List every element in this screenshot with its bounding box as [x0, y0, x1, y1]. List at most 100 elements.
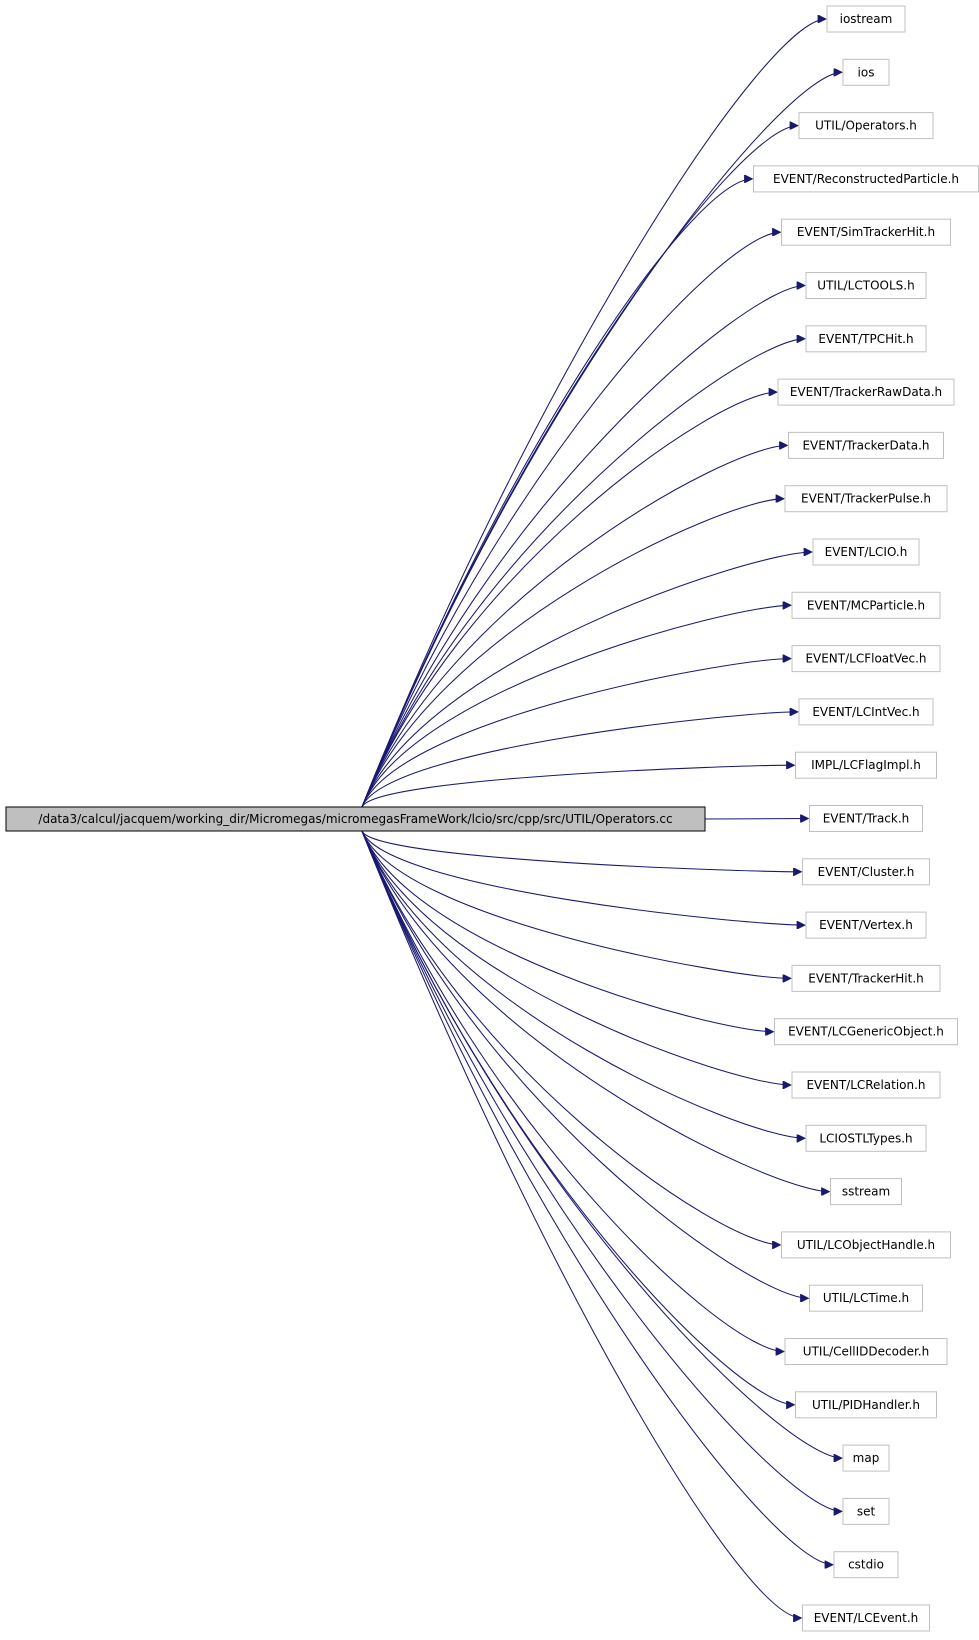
include-node-event-lcrelation-h[interactable]: EVENT/LCRelation.h — [791, 1071, 941, 1099]
include-edge-event-lcgenericobject-h — [361, 830, 774, 1032]
include-node-label: IMPL/LCFlagImpl.h — [811, 758, 921, 772]
include-node-box — [802, 858, 930, 886]
include-node-event-cluster-h[interactable]: EVENT/Cluster.h — [802, 858, 930, 886]
root-file-label: /data3/calcul/jacquem/working_dir/Microm… — [38, 812, 672, 826]
include-edge-cstdio — [361, 830, 833, 1565]
include-node-set[interactable]: set — [842, 1497, 890, 1525]
include-edge-event-tpchit-h — [361, 339, 805, 808]
include-node-box — [812, 538, 920, 566]
include-node-impl-lcflagimpl-h[interactable]: IMPL/LCFlagImpl.h — [795, 751, 937, 779]
include-node-box — [826, 5, 906, 33]
include-node-label: cstdio — [848, 1558, 884, 1572]
include-node-event-simtrackerhit-h[interactable]: EVENT/SimTrackerHit.h — [781, 218, 951, 246]
include-node-label: EVENT/MCParticle.h — [807, 598, 925, 612]
include-edge-util-lctime-h — [361, 830, 809, 1298]
include-node-event-vertex-h[interactable]: EVENT/Vertex.h — [805, 911, 927, 939]
include-node-label: EVENT/Track.h — [823, 812, 910, 826]
include-node-event-trackerhit-h[interactable]: EVENT/TrackerHit.h — [791, 964, 941, 992]
include-node-box — [805, 272, 927, 299]
include-node-box — [842, 1444, 890, 1472]
include-node-sstream[interactable]: sstream — [830, 1178, 902, 1206]
include-node-label: EVENT/TPCHit.h — [818, 332, 913, 346]
include-node-box — [795, 1391, 937, 1419]
include-edge-event-lcevent-h — [361, 830, 802, 1618]
include-node-event-lcevent-h[interactable]: EVENT/LCEvent.h — [802, 1604, 930, 1632]
include-node-box — [809, 805, 923, 832]
include-node-label: sstream — [842, 1185, 890, 1199]
include-node-label: EVENT/LCEvent.h — [814, 1611, 919, 1625]
include-node-label: EVENT/LCFloatVec.h — [805, 652, 926, 666]
include-node-label: EVENT/SimTrackerHit.h — [797, 225, 935, 239]
include-node-event-lcgenericobject-h[interactable]: EVENT/LCGenericObject.h — [774, 1018, 958, 1046]
include-node-label: EVENT/TrackerPulse.h — [801, 492, 931, 506]
include-node-label: EVENT/TrackerHit.h — [808, 971, 924, 985]
include-node-box — [791, 645, 941, 673]
include-node-util-operators-h[interactable]: UTIL/Operators.h — [798, 112, 934, 140]
include-edge-map — [361, 830, 842, 1458]
include-edge-event-reconstructedparticle-h — [361, 179, 753, 808]
include-node-util-celliddecoder-h[interactable]: UTIL/CellIDDecoder.h — [784, 1338, 948, 1365]
include-edge-iostream — [361, 19, 826, 808]
include-node-box — [781, 1231, 951, 1259]
include-node-box — [798, 112, 934, 140]
include-node-map[interactable]: map — [842, 1444, 890, 1472]
include-node-label: LCIOSTLTypes.h — [819, 1131, 912, 1145]
include-node-event-trackerrawdata-h[interactable]: EVENT/TrackerRawData.h — [777, 378, 955, 406]
include-node-util-pidhandler-h[interactable]: UTIL/PIDHandler.h — [795, 1391, 937, 1419]
include-node-lciostltypes-h[interactable]: LCIOSTLTypes.h — [805, 1124, 927, 1152]
include-node-event-tpchit-h[interactable]: EVENT/TPCHit.h — [805, 325, 927, 353]
include-node-label: EVENT/LCIO.h — [825, 545, 908, 559]
include-node-event-trackerdata-h[interactable]: EVENT/TrackerData.h — [788, 431, 944, 459]
include-edge-event-mcparticle-h — [361, 605, 791, 808]
include-node-box — [781, 218, 951, 246]
include-node-event-lcintvec-h[interactable]: EVENT/LCIntVec.h — [798, 698, 934, 726]
include-node-box — [791, 1071, 941, 1099]
include-node-box — [805, 1124, 927, 1152]
include-edge-event-trackerpulse-h — [361, 499, 784, 808]
include-node-label: EVENT/TrackerRawData.h — [790, 385, 942, 399]
include-edge-event-cluster-h — [361, 830, 802, 872]
include-node-box — [784, 485, 948, 513]
include-edge-event-lcintvec-h — [361, 712, 798, 808]
include-node-box — [798, 698, 934, 726]
include-node-label: UTIL/Operators.h — [815, 119, 917, 133]
include-nodes: iostream iosUTIL/Operators.hEVENT/Reconst… — [753, 5, 979, 1632]
root-file-node[interactable]: /data3/calcul/jacquem/working_dir/Microm… — [5, 806, 706, 832]
include-node-box — [802, 1604, 930, 1632]
root-file-box — [5, 806, 706, 832]
include-node-box — [784, 1338, 948, 1365]
include-node-label: EVENT/TrackerData.h — [802, 438, 929, 452]
include-node-label: UTIL/LCTime.h — [823, 1291, 909, 1305]
include-edge-event-lcfloatvec-h — [361, 659, 791, 808]
include-node-util-lctools-h[interactable]: UTIL/LCTOOLS.h — [805, 272, 927, 299]
include-node-box — [833, 1551, 899, 1579]
include-node-event-lcio-h[interactable]: EVENT/LCIO.h — [812, 538, 920, 566]
include-node-iostream[interactable]: iostream — [826, 5, 906, 33]
include-node-label: EVENT/Vertex.h — [819, 918, 913, 932]
include-edge-set — [361, 830, 842, 1511]
include-edge-sstream — [361, 830, 830, 1192]
include-node-box — [830, 1178, 902, 1206]
include-node-event-mcparticle-h[interactable]: EVENT/MCParticle.h — [791, 591, 941, 619]
include-node-label: UTIL/LCTOOLS.h — [817, 279, 914, 293]
include-node-event-reconstructedparticle-h[interactable]: EVENT/ReconstructedParticle.h — [753, 165, 979, 193]
include-node-box — [809, 1284, 923, 1312]
include-edge-event-lcio-h — [361, 552, 812, 808]
include-node-util-lcobjecthandle-h[interactable]: UTIL/LCObjectHandle.h — [781, 1231, 951, 1259]
include-node-event-track-h[interactable]: EVENT/Track.h — [809, 805, 923, 832]
include-edge-util-operators-h — [361, 126, 798, 808]
include-node-label: iostream — [840, 12, 893, 26]
include-node-box — [791, 591, 941, 619]
include-node-cstdio[interactable]: cstdio — [833, 1551, 899, 1579]
include-edge-util-lcobjecthandle-h — [361, 830, 781, 1245]
include-edge-event-simtrackerhit-h — [361, 232, 781, 808]
include-node-event-lcfloatvec-h[interactable]: EVENT/LCFloatVec.h — [791, 645, 941, 673]
include-node-label: UTIL/LCObjectHandle.h — [797, 1238, 935, 1252]
include-node-label: EVENT/ReconstructedParticle.h — [773, 172, 959, 186]
include-node-util-lctime-h[interactable]: UTIL/LCTime.h — [809, 1284, 923, 1312]
include-node-label: UTIL/PIDHandler.h — [812, 1398, 920, 1412]
include-node-event-trackerpulse-h[interactable]: EVENT/TrackerPulse.h — [784, 485, 948, 513]
include-node-ios[interactable]: ios — [842, 58, 890, 86]
include-edge-event-trackerdata-h — [361, 445, 788, 808]
include-edge-event-trackerrawdata-h — [361, 392, 777, 808]
